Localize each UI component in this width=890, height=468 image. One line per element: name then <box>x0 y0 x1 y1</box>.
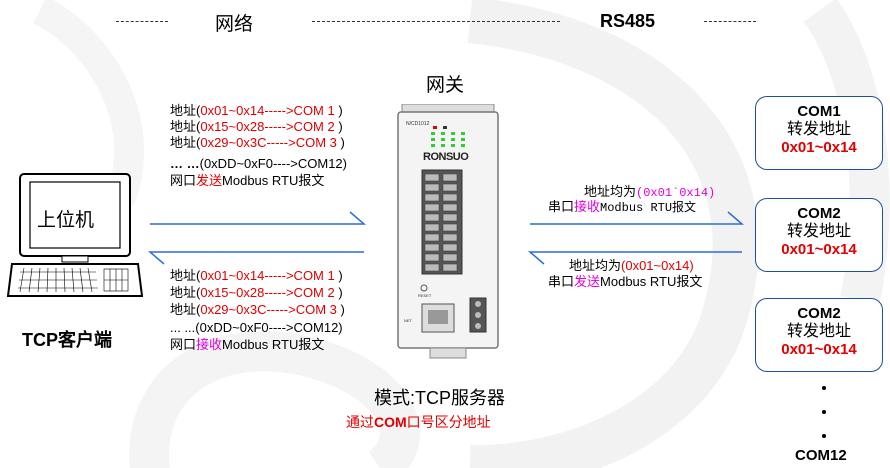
device-reset-label: RESET <box>418 293 432 298</box>
mode-subtitle: 通过COM口号区分地址 <box>346 414 491 430</box>
com-box-1-name: COM1 <box>797 103 841 120</box>
client-screen-label: 上位机 <box>37 210 95 231</box>
header-dash-2 <box>312 21 560 22</box>
com-box-1-label: 转发地址 <box>786 121 851 138</box>
right-send-arrow <box>530 211 745 225</box>
left-send-arrow <box>150 211 367 225</box>
recv-line-1: 地址(0x01~0x14----->COM 1 ) <box>170 268 343 283</box>
serial-send-line-2: 串口发送Modbus RTU报文 <box>548 274 703 289</box>
header-dash-3 <box>704 21 756 22</box>
serial-send-line-1: 地址均为(0x01~0x14) <box>569 258 694 273</box>
send-line-1: 地址(0x01~0x14----->COM 1 ) <box>170 103 343 118</box>
dot-3 <box>822 434 826 438</box>
device-brand: RONSUO <box>423 151 469 163</box>
gateway-title: 网关 <box>426 75 465 96</box>
mode-title: 模式:TCP服务器 <box>374 388 506 408</box>
send-line-3: 地址(0x29~0x3C----->COM 3 ) <box>170 135 345 150</box>
com-box-1: COM1 转发地址 0x01~0x14 <box>755 96 883 170</box>
left-recv-arrow <box>147 251 364 265</box>
recv-line-2: 地址(0x15~0x28----->COM 2 ) <box>170 285 343 300</box>
com-box-3-name: COM2 <box>797 305 841 322</box>
device-model: N/CD1012 <box>406 121 430 127</box>
dot-1 <box>822 386 826 390</box>
com-box-2-range: 0x01~0x14 <box>781 241 857 258</box>
com-box-3-range: 0x01~0x14 <box>781 341 857 358</box>
send-ellipsis: … …(0xDD~0xF0---->COM12) <box>170 156 347 171</box>
client-title: TCP客户端 <box>22 330 112 350</box>
serial-recv-line-1: 地址均为(0x01`0x14) <box>584 184 716 200</box>
right-recv-arrow <box>527 251 742 265</box>
device-net-label: NET <box>404 318 412 323</box>
com12-label: COM12 <box>795 447 847 464</box>
gateway-device <box>397 104 499 359</box>
com-box-2-label: 转发地址 <box>786 223 851 240</box>
com-box-1-range: 0x01~0x14 <box>781 139 857 156</box>
network-label: 网络 <box>215 14 254 35</box>
send-action: 网口发送Modbus RTU报文 <box>170 173 325 188</box>
recv-ellipsis: ... ...(0xDD~0xF0---->COM12) <box>170 320 343 335</box>
send-line-2: 地址(0x15~0x28----->COM 2 ) <box>170 119 343 134</box>
com-box-2: COM2 转发地址 0x01~0x14 <box>755 198 883 272</box>
computer-icon <box>6 173 144 297</box>
serial-recv-line-2: 串口接收Modbus RTU报文 <box>548 199 697 215</box>
dot-2 <box>822 410 826 414</box>
rs485-label: RS485 <box>600 11 656 31</box>
recv-action: 网口接收Modbus RTU报文 <box>170 337 325 352</box>
com-box-3: COM2 转发地址 0x01~0x14 <box>755 298 883 372</box>
com-box-2-name: COM2 <box>797 205 841 222</box>
com-box-3-label: 转发地址 <box>786 323 851 340</box>
recv-line-3: 地址(0x29~0x3C----->COM 3 ) <box>170 302 345 317</box>
header-dash-1 <box>116 21 168 22</box>
